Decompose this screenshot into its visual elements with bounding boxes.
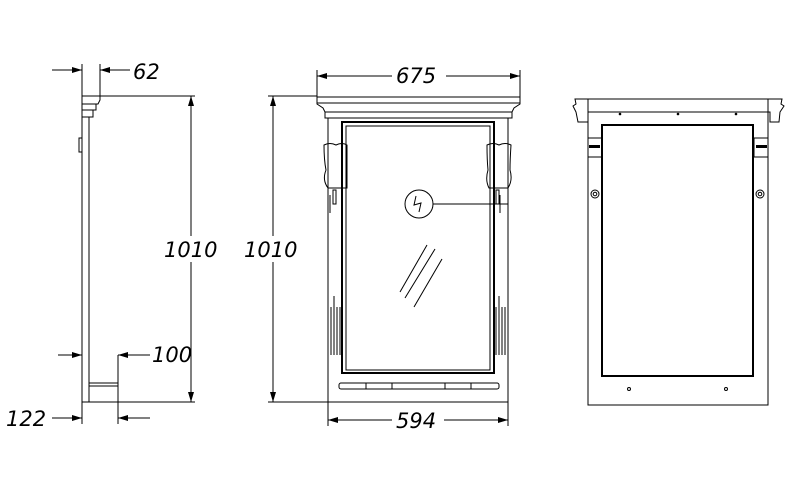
side-view: 62 1010 100 122 [6,60,217,431]
mount-ring-right [755,189,765,199]
front-shelf [338,382,500,390]
hanging-bracket-right [753,137,769,158]
side-bracket [78,137,83,153]
cornice-band [324,111,513,119]
mount-ring-left [590,189,600,199]
left-lamp [323,143,348,213]
back-cornice [572,98,785,123]
front-body [327,117,509,403]
front-cornice [316,96,521,113]
right-grooves [495,296,506,355]
dim-depth-top: 62 [133,60,160,84]
side-cornice [82,95,101,118]
dim-width-bottom: 594 [396,409,436,433]
mirror-reflection-hatch [399,244,443,308]
light-symbol-icon [404,189,508,219]
back-body [587,98,769,406]
hanging-bracket-left [587,137,603,158]
dim-shelf-depth: 100 [152,343,192,367]
back-panel [601,124,754,377]
mirror-glass [345,125,491,371]
side-body [81,116,90,403]
dim-width-top: 675 [396,64,436,88]
back-view [572,98,785,406]
mirror-frame [341,121,495,374]
dim-depth-bottom: 122 [6,407,46,431]
back-screws [618,112,738,116]
left-grooves [330,296,341,355]
dim-height-side: 1010 [164,238,217,262]
dim-height-front: 1010 [244,238,297,262]
front-view: 675 [244,64,521,433]
bottom-screws [627,387,728,391]
